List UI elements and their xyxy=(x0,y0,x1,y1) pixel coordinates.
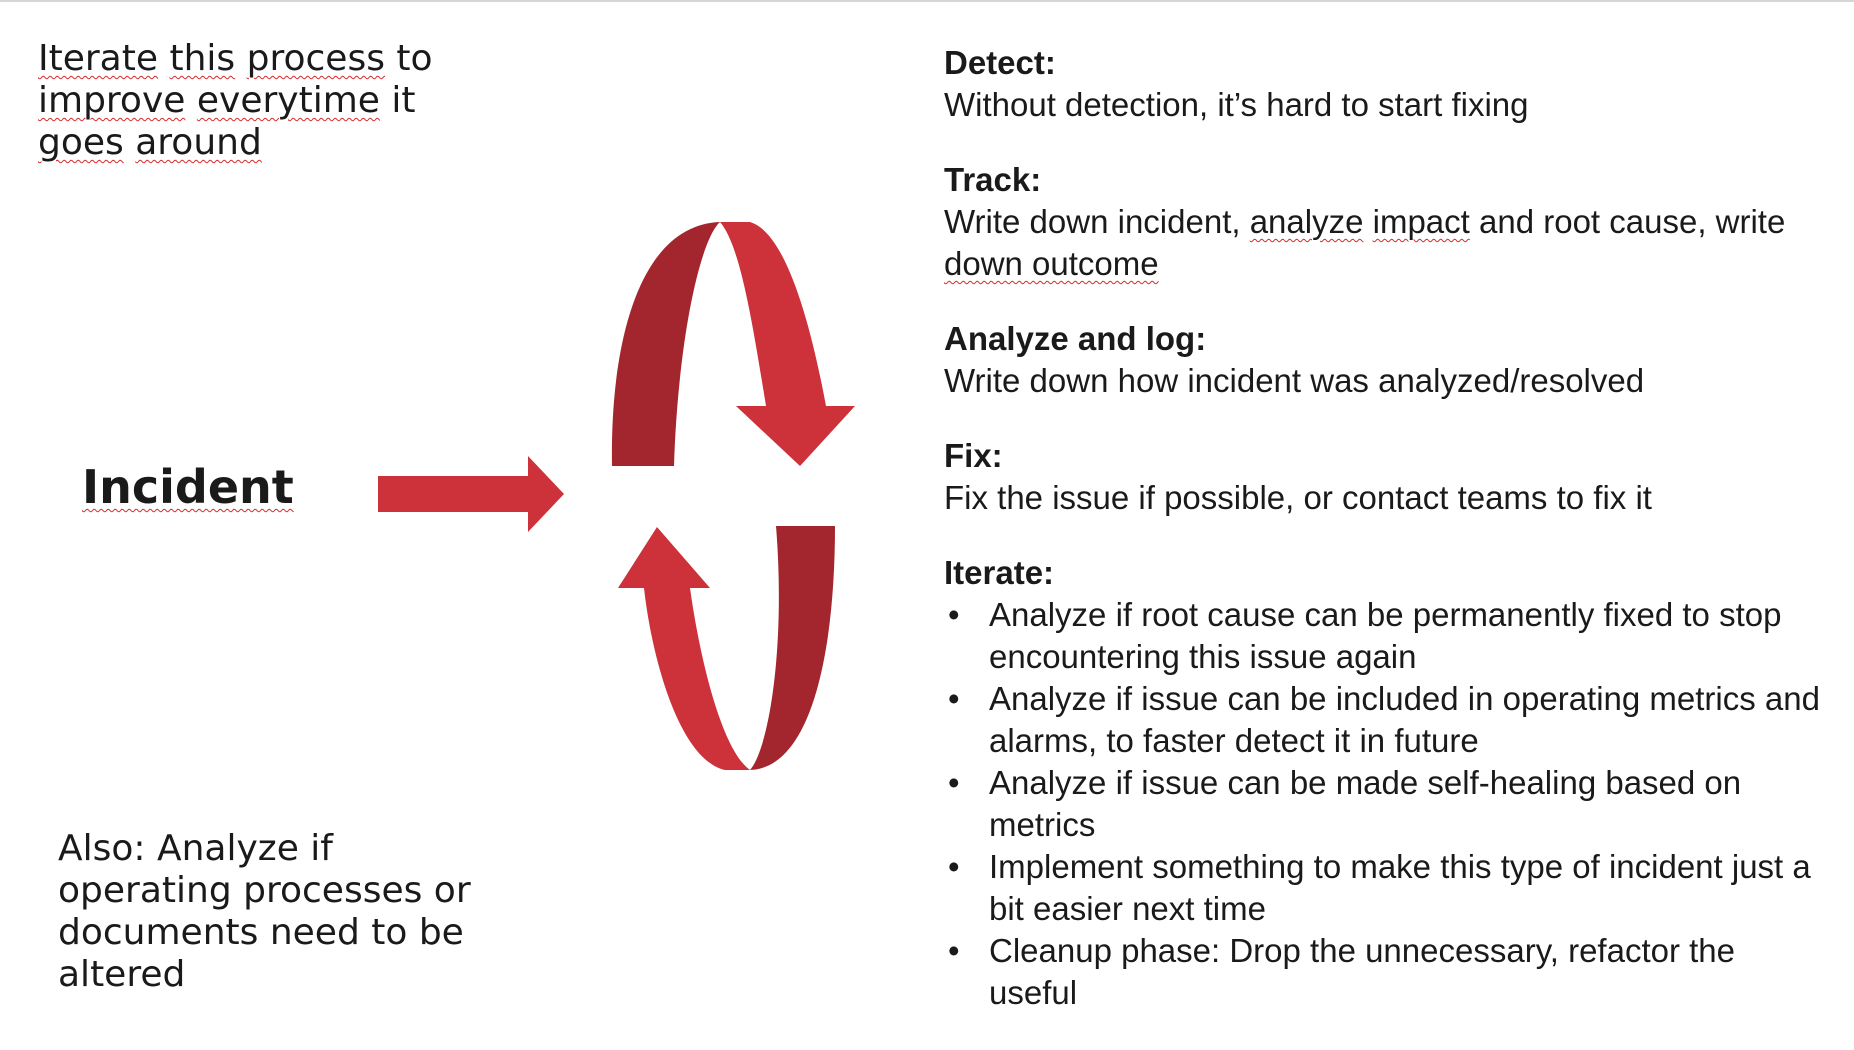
step-title: Iterate: xyxy=(944,554,1055,591)
step-text: Fix the issue if possible, or contact te… xyxy=(944,479,1652,516)
lower-loop-arrow-back xyxy=(750,526,835,770)
step-text: Write down how incident was analyzed/res… xyxy=(944,362,1645,399)
iterate-item: Analyze if issue can be made self-healin… xyxy=(944,762,1824,846)
note-word: this xyxy=(169,38,236,79)
step-analyze-and-log: Analyze and log: Write down how incident… xyxy=(944,318,1824,402)
note-word: Iterate xyxy=(38,38,159,79)
lower-loop-arrow-front xyxy=(618,527,750,770)
text-fragment: Write down incident, xyxy=(944,203,1250,240)
text-fragment xyxy=(1363,203,1372,240)
note-word: improve xyxy=(38,80,186,121)
step-title: Track: xyxy=(944,161,1042,198)
note-word: to xyxy=(396,38,433,79)
note-word: around xyxy=(135,122,262,163)
incident-input-arrow xyxy=(378,456,564,532)
iterate-item: Analyze if issue can be included in oper… xyxy=(944,678,1824,762)
step-title: Analyze and log: xyxy=(944,320,1207,357)
also-note: Also: Analyze if operating processes or … xyxy=(58,828,471,995)
step-track: Track: Write down incident, analyze impa… xyxy=(944,159,1824,285)
top-divider xyxy=(0,0,1854,2)
note-word: goes xyxy=(38,122,124,163)
text-fragment: analyze xyxy=(1249,203,1364,240)
process-steps: Detect: Without detection, it’s hard to … xyxy=(944,42,1824,1047)
iterate-list: Analyze if root cause can be permanently… xyxy=(944,594,1824,1014)
step-text: Without detection, it’s hard to start fi… xyxy=(944,86,1529,123)
step-title: Detect: xyxy=(944,44,1056,81)
step-fix: Fix: Fix the issue if possible, or conta… xyxy=(944,435,1824,519)
text-fragment: down outcome xyxy=(944,245,1159,282)
upper-loop-arrow-back xyxy=(611,222,720,466)
step-title: Fix: xyxy=(944,437,1003,474)
iterate-item: Analyze if root cause can be permanently… xyxy=(944,594,1824,678)
note-word: process xyxy=(246,38,385,79)
text-fragment: impact xyxy=(1372,203,1470,240)
note-word: everytime xyxy=(196,80,380,121)
step-detect: Detect: Without detection, it’s hard to … xyxy=(944,42,1824,126)
iterate-item: Implement something to make this type of… xyxy=(944,846,1824,930)
step-iterate: Iterate: Analyze if root cause can be pe… xyxy=(944,552,1824,1014)
note-word: it xyxy=(391,80,416,121)
text-fragment: and root cause, write xyxy=(1469,203,1786,240)
iterate-note: Iterate this process to improve everytim… xyxy=(38,38,498,164)
step-text: Write down incident, analyze impact and … xyxy=(944,201,1824,285)
upper-loop-arrow-front xyxy=(720,222,855,466)
incident-label: Incident xyxy=(82,460,294,514)
iterate-item: Cleanup phase: Drop the unnecessary, ref… xyxy=(944,930,1824,1014)
